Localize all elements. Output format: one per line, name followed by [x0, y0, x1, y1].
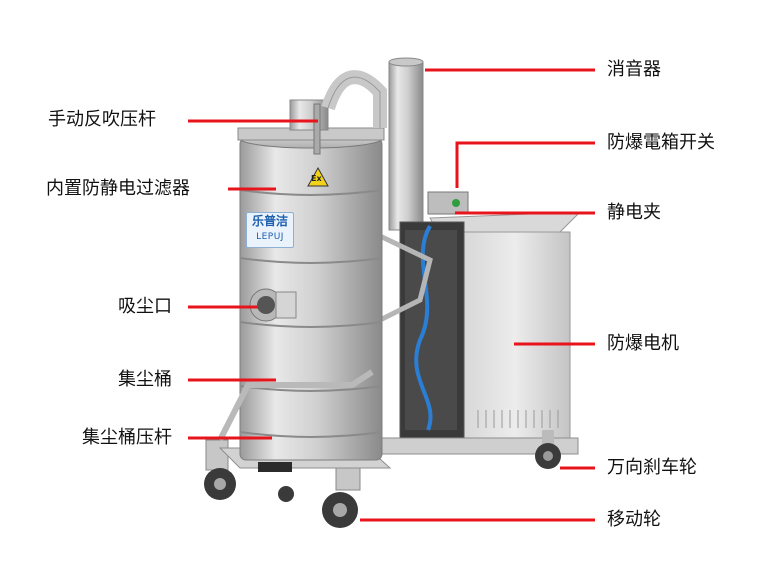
brand-name-en: LEPUJ: [256, 232, 284, 242]
label-explosion-proof-motor: 防爆电机: [607, 333, 679, 354]
label-dust-bucket: 集尘桶: [118, 369, 172, 390]
ex-warning-sign: [307, 166, 329, 187]
brand-name-cn: 乐普洁: [251, 214, 288, 228]
press-lever-handle: [217, 369, 374, 442]
label-silencer: 消音器: [607, 59, 661, 80]
label-dust-bucket-press-lever: 集尘桶压杆: [82, 427, 172, 448]
ex-mark-text: Ex: [311, 174, 322, 183]
label-static-clip: 静电夹: [607, 202, 661, 223]
leader-lines: [188, 68, 595, 522]
brand-plate: 乐普洁 LEPUJ: [246, 212, 294, 248]
label-built-in-antistatic-filter: 内置防静电过滤器: [46, 178, 190, 199]
motor-cabinet: [459, 231, 571, 443]
label-suction-inlet: 吸尘口: [118, 296, 172, 317]
label-explosion-proof-switch-box: 防爆電箱开关: [607, 132, 715, 153]
label-moving-wheel: 移动轮: [607, 509, 661, 530]
label-swivel-brake-wheel: 万向刹车轮: [607, 457, 697, 478]
silencer-pipe: [388, 61, 424, 231]
label-manual-backflush-lever: 手动反吹压杆: [48, 109, 156, 130]
switch-box: [427, 191, 469, 215]
